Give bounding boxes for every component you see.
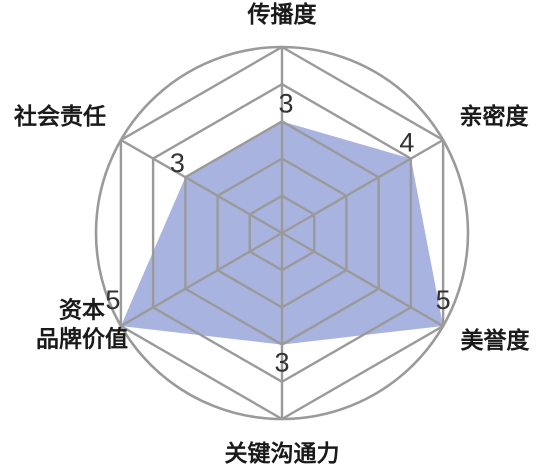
radar-value-label-4: 5 — [105, 285, 120, 315]
radar-axis-label-0: 传播度 — [247, 1, 318, 28]
radar-axis-label-line: 美誉度 — [461, 327, 531, 354]
radar-axis-label-line: 亲密度 — [460, 103, 530, 130]
radar-axis-label-2: 美誉度 — [461, 327, 531, 354]
radar-axis-label-line: 品牌价值 — [36, 326, 128, 353]
radar-axis-label-line: 资本 — [59, 298, 105, 324]
radar-spoke-5 — [120, 138, 283, 235]
radar-axis-label-line: 传播度 — [247, 1, 318, 28]
radar-axis-label-3: 关键沟通力 — [225, 440, 340, 467]
radar-value-label-1: 4 — [399, 128, 414, 158]
radar-value-label-0: 3 — [278, 88, 293, 118]
radar-spoke-4 — [120, 231, 283, 328]
radar-value-label-3: 3 — [274, 348, 289, 378]
radar-spoke-2 — [281, 231, 444, 328]
radar-spokes — [119, 45, 445, 421]
radar-axis-label-4: 资本品牌价值 — [36, 298, 128, 353]
radar-value-labels: 3 4 5 3 5 3 — [105, 88, 450, 377]
radar-axis-label-line: 社会责任 — [14, 103, 106, 130]
radar-axis-label-1: 亲密度 — [460, 103, 530, 130]
radar-axis-label-line: 关键沟通力 — [225, 440, 340, 467]
radar-spoke-1 — [281, 138, 444, 235]
radar-value-label-5: 3 — [170, 148, 185, 178]
radar-value-label-2: 5 — [436, 285, 451, 315]
radar-axis-label-5: 社会责任 — [14, 103, 106, 130]
